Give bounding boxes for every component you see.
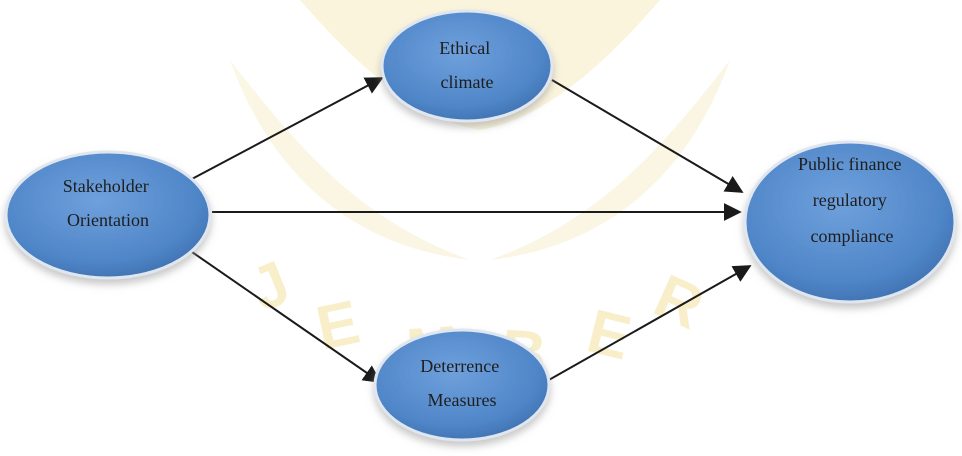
edges [189,77,752,386]
node-label: Deterrence Measures [420,356,503,410]
label-line: compliance [811,226,894,246]
label-line: climate [441,72,494,92]
arrow-stakeholder-to-deterrence [191,251,382,384]
arrow-stakeholder-to-ethical [189,77,384,181]
watermark-letter: J [241,248,299,325]
node-label: Stakeholder Orientation [63,176,153,230]
label-line: Deterrence [420,356,499,376]
node-ellipse [380,9,554,123]
label-line: regulatory [813,190,887,210]
node-ethical-climate: Ethical climate [380,9,554,123]
node-label: Ethical climate [439,38,494,92]
node-ellipse [4,150,212,280]
watermark-letter: R [644,262,713,343]
watermark-letters: J E M B E R [241,248,713,389]
node-ellipse [743,140,957,304]
node-label: Public finance regulatory compliance [798,154,906,246]
node-public-finance-regulatory-compliance: Public finance regulatory compliance [743,140,957,304]
label-line: Stakeholder [63,176,149,196]
label-line: Measures [428,390,497,410]
label-line: Ethical [439,38,490,58]
node-ellipse [373,328,551,442]
label-line: Orientation [67,210,149,230]
arrow-ethical-to-compliance [551,79,744,193]
label-line: Public finance [798,154,901,174]
node-stakeholder-orientation: Stakeholder Orientation [4,150,212,280]
node-deterrence-measures: Deterrence Measures [373,328,551,442]
arrow-deterrence-to-compliance [539,265,752,386]
